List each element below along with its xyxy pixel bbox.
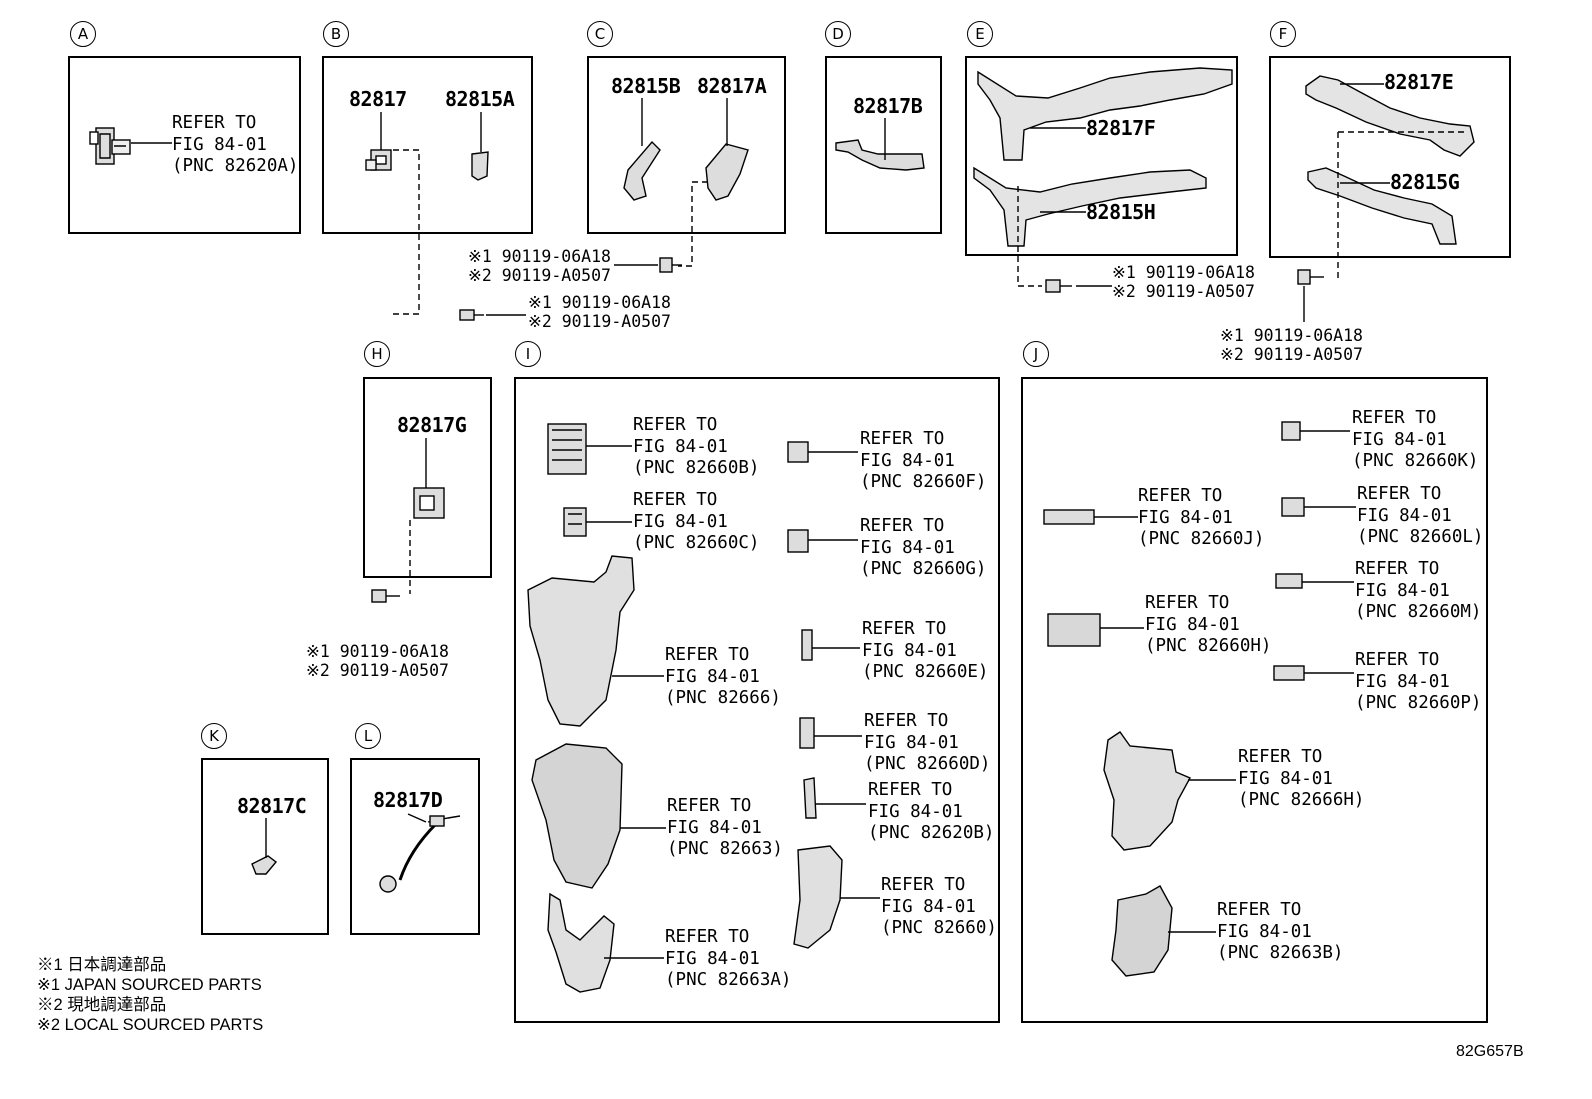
section-label-i: I [515,341,541,367]
part-82660c-icon [563,507,587,537]
section-box-b [322,56,533,234]
part-82817-icon [365,149,392,171]
part-82817d-icon [379,815,461,893]
part-number-82817f: 82817F [1086,116,1156,140]
part-82620b-icon [803,777,817,819]
part-82815b-icon [623,140,661,201]
bolt-icon [659,257,682,273]
bolt-callout-b: ※1 90119-06A18 ※2 90119-A0507 [528,293,671,331]
part-82660k-icon [1281,421,1301,441]
section-label-b: B [323,21,349,47]
part-82817g-icon [413,487,445,519]
part-number-82817e: 82817E [1384,70,1454,94]
section-label-l: L [355,723,381,749]
bolt-icon [459,309,484,321]
part-82815h-icon [973,166,1207,247]
part-number-82817: 82817 [349,87,407,111]
part-82817f-icon [977,67,1233,161]
part-number-82817d: 82817D [373,788,443,812]
section-label-a: A [70,21,96,47]
bolt-callout-e: ※1 90119-06A18 ※2 90119-A0507 [1112,263,1255,301]
section-label-f: F [1270,21,1296,47]
part-number-82815h: 82815H [1086,200,1156,224]
section-box-h [363,377,492,578]
part-82660-icon [793,845,843,949]
section-box-e [965,56,1238,256]
section-label-j: J [1023,341,1049,367]
bolt-icon [1045,279,1072,293]
part-82663-icon [531,743,623,889]
bolt-icon [1297,269,1324,285]
section-box-i [514,377,1000,1023]
section-box-a [68,56,301,234]
section-label-c: C [587,21,613,47]
part-82815a-icon [471,151,489,181]
part-number-82815a: 82815A [445,87,515,111]
part-82817a-icon [705,143,749,201]
part-number-82817c: 82817C [237,794,307,818]
section-box-d [825,56,942,234]
sourcing-notes: ※1 日本調達部品 ※1 JAPAN SOURCED PARTS ※2 現地調達… [37,956,264,1034]
part-82660j-icon [1043,509,1095,525]
bolt-icon [371,589,400,603]
part-82663b-icon [1111,885,1173,977]
bolt-callout-c: ※1 90119-06A18 ※2 90119-A0507 [468,247,611,285]
bolt-callout-f: ※1 90119-06A18 ※2 90119-A0507 [1220,326,1363,364]
section-box-l [350,758,480,935]
part-82660f-icon [787,441,809,463]
section-label-h: H [364,341,390,367]
section-label-k: K [201,723,227,749]
part-82660m-icon [1275,573,1303,589]
part-a-icon [89,127,131,165]
part-number-82815b: 82815B [611,74,681,98]
part-82660l-icon [1281,497,1305,517]
part-number-82817g: 82817G [397,413,467,437]
part-82817c-icon [251,855,278,875]
part-82666h-icon [1103,731,1191,851]
part-82817e-icon [1305,75,1475,157]
section-box-j [1021,377,1488,1023]
section-box-c [587,56,786,234]
part-82817b-icon [835,139,925,171]
figure-code: 82G657B [1456,1043,1524,1060]
part-82660b-icon [547,423,587,475]
part-82660g-icon [787,529,809,553]
section-label-e: E [967,21,993,47]
part-82660p-icon [1273,665,1305,681]
part-number-82817a: 82817A [697,74,767,98]
bolt-callout-h: ※1 90119-06A18 ※2 90119-A0507 [306,642,449,680]
section-label-d: D [825,21,851,47]
part-number-82817b: 82817B [853,94,923,118]
part-82660d-icon [799,717,815,749]
part-82660e-icon [801,629,813,661]
part-82660h-icon [1047,613,1101,647]
section-box-f [1269,56,1511,258]
ref-a: REFER TO FIG 84-01 (PNC 82620A) [172,113,299,176]
part-82666-icon [527,555,635,727]
section-box-k [201,758,329,935]
part-number-82815g: 82815G [1390,170,1460,194]
part-82663a-icon [547,892,615,993]
